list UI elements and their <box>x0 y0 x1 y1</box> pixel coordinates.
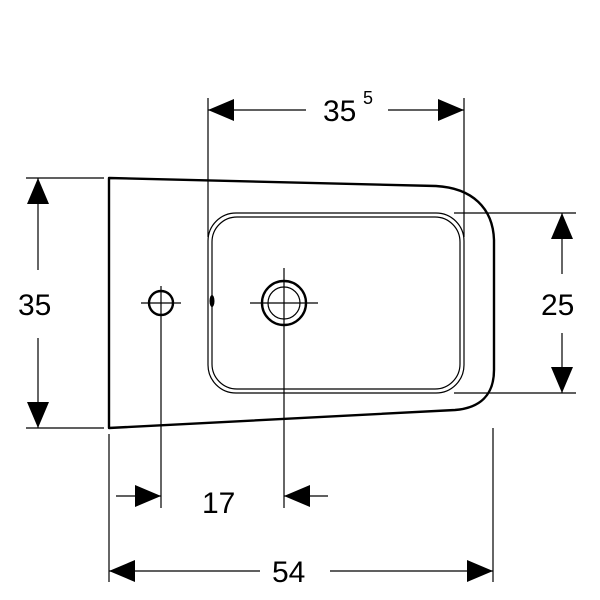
dimension-overall-length <box>108 428 494 582</box>
dimension-hole-spacing <box>116 485 328 507</box>
dimension-basin-depth <box>454 212 576 394</box>
basin-width-label: 35 <box>323 95 356 128</box>
bowl-inner-outline <box>207 212 465 394</box>
basin-width-superscript: 5 <box>363 88 373 108</box>
basin-depth-label: 25 <box>541 289 574 322</box>
overall-depth-label: 35 <box>18 289 51 322</box>
dimension-basin-width <box>207 98 465 237</box>
tap-hole-icon <box>141 286 181 508</box>
drain-icon <box>250 268 318 508</box>
hole-spacing-label: 17 <box>202 487 235 520</box>
dimension-overall-depth <box>26 177 104 429</box>
overflow-hole-icon <box>209 295 215 307</box>
overall-length-label: 54 <box>272 556 305 589</box>
bidet-outer-outline <box>107 176 496 430</box>
bowl-inner-rim <box>211 216 461 390</box>
